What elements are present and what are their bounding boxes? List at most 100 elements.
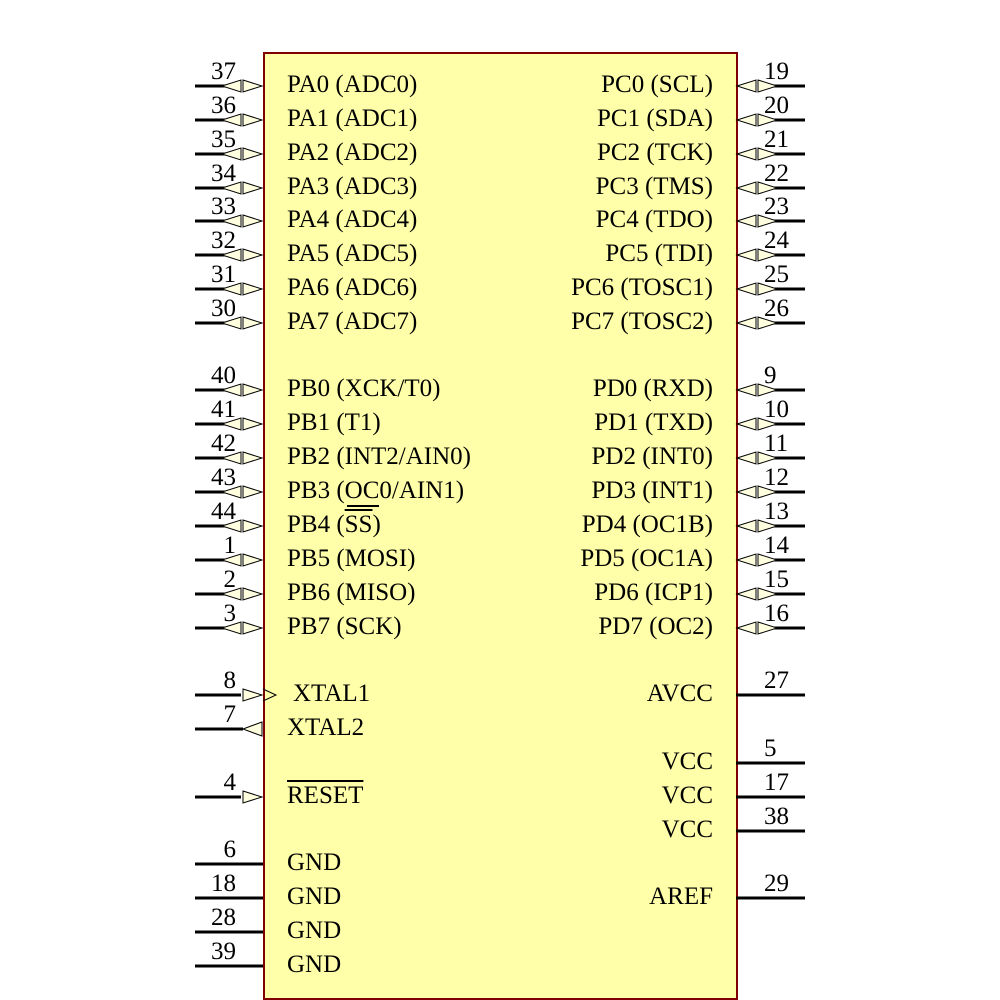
pin-label: GND [287, 917, 342, 944]
pin-input-arrow-icon [242, 417, 264, 431]
pin-number: 34 [211, 160, 236, 187]
pin-label: PD6 (ICP1) [594, 579, 713, 606]
pin-label: GND [287, 849, 342, 876]
pin-input-arrow-icon [735, 181, 757, 195]
pin-label: PA5 (ADC5) [287, 240, 418, 267]
pin-label: PA3 (ADC3) [287, 173, 418, 200]
pin-input-arrow-icon [242, 316, 264, 330]
pin-number: 21 [764, 126, 789, 153]
pin-output-arrow-icon [220, 383, 242, 397]
pin-input-arrow-icon [242, 621, 264, 635]
pin-output-arrow-icon [220, 621, 242, 635]
pin-input-arrow-icon [242, 790, 264, 804]
pin-number: 31 [211, 261, 236, 288]
pin-number: 12 [764, 464, 789, 491]
pin-input-arrow-icon [242, 113, 264, 127]
pin-label: AREF [649, 883, 713, 910]
pin-input-arrow-icon [735, 553, 757, 567]
pin-number: 17 [764, 769, 789, 796]
pin-input-arrow-icon [242, 282, 264, 296]
pin-output-arrow-icon [220, 181, 242, 195]
pin-number: 30 [211, 295, 236, 322]
pin-label: PB6 (MISO) [287, 579, 416, 606]
pin-input-arrow-icon [242, 519, 264, 533]
pin-output-arrow-icon [220, 248, 242, 262]
pin-label: PD7 (OC2) [598, 613, 713, 640]
pin-number: 32 [211, 227, 236, 254]
pin-output-arrow-icon [220, 214, 242, 228]
pin-label: PC2 (TCK) [597, 139, 713, 166]
pin-label: PC0 (SCL) [601, 71, 713, 98]
pin-input-arrow-icon [242, 383, 264, 397]
pin-number: 27 [764, 667, 789, 694]
pin-label: PB4 (SS) [287, 511, 381, 538]
pin-input-arrow-icon [242, 485, 264, 499]
pin-label: GND [287, 883, 342, 910]
pin-label: RESET [287, 782, 364, 809]
pin-output-arrow-icon [757, 214, 779, 228]
pin-number: 1 [223, 532, 237, 559]
pin-label: PC4 (TDO) [595, 206, 713, 233]
pin-input-arrow-icon [242, 553, 264, 567]
pin-output-arrow-icon [757, 519, 779, 533]
clock-indicator-icon [262, 688, 278, 702]
pin-label: PB2 (INT2/AIN0) [287, 443, 472, 470]
pin-number: 25 [764, 261, 789, 288]
pin-input-arrow-icon [735, 417, 757, 431]
pin-number: 2 [223, 566, 237, 593]
pin-label: VCC [661, 748, 713, 775]
pin-output-arrow-icon [241, 721, 263, 737]
pin-input-arrow-icon [735, 383, 757, 397]
pin-output-arrow-icon [220, 316, 242, 330]
pin-output-arrow-icon [757, 147, 779, 161]
pin-number: 6 [223, 836, 237, 863]
pin-label: PB7 (SCK) [287, 613, 402, 640]
pin-output-arrow-icon [757, 621, 779, 635]
pin-output-arrow-icon [757, 553, 779, 567]
pin-label: VCC [661, 782, 713, 809]
pin-output-arrow-icon [757, 451, 779, 465]
pin-input-arrow-icon [735, 485, 757, 499]
pin-input-arrow-icon [735, 214, 757, 228]
pin-input-arrow-icon [242, 451, 264, 465]
pin-number: 43 [211, 464, 236, 491]
pin-output-arrow-icon [757, 383, 779, 397]
pin-input-arrow-icon [735, 147, 757, 161]
overlined-text: OC [345, 477, 380, 507]
pin-number: 38 [764, 803, 789, 830]
pin-number: 11 [764, 430, 789, 457]
pin-label: PC6 (TOSC1) [571, 274, 713, 301]
pin-output-arrow-icon [220, 282, 242, 296]
pin-number: 15 [764, 566, 789, 593]
pin-output-arrow-icon [757, 181, 779, 195]
pin-number: 16 [764, 600, 789, 627]
pin-input-arrow-icon [242, 248, 264, 262]
pin-label: PD3 (INT1) [591, 477, 713, 504]
pin-number: 28 [211, 904, 236, 931]
pin-number: 7 [223, 701, 237, 728]
pin-label: PB5 (MOSI) [287, 545, 416, 572]
pin-output-arrow-icon [220, 553, 242, 567]
pin-label: PA1 (ADC1) [287, 105, 418, 132]
pin-label: PA4 (ADC4) [287, 206, 418, 233]
pin-label: PA2 (ADC2) [287, 139, 418, 166]
pin-output-arrow-icon [220, 519, 242, 533]
pin-label: XTAL1 [293, 680, 371, 707]
pin-output-arrow-icon [757, 485, 779, 499]
pin-number: 3 [223, 600, 237, 627]
pin-input-arrow-icon [735, 316, 757, 330]
pin-input-arrow-icon [242, 214, 264, 228]
pin-number: 22 [764, 160, 789, 187]
pin-number: 44 [211, 498, 236, 525]
pin-output-arrow-icon [757, 79, 779, 93]
pin-input-arrow-icon [735, 587, 757, 601]
pin-number: 36 [211, 92, 236, 119]
pin-input-arrow-icon [242, 181, 264, 195]
pin-number: 20 [764, 92, 789, 119]
pin-number: 10 [764, 396, 789, 423]
pin-input-arrow-icon [735, 113, 757, 127]
pin-label: PD0 (RXD) [592, 375, 713, 402]
pin-number: 40 [211, 362, 236, 389]
